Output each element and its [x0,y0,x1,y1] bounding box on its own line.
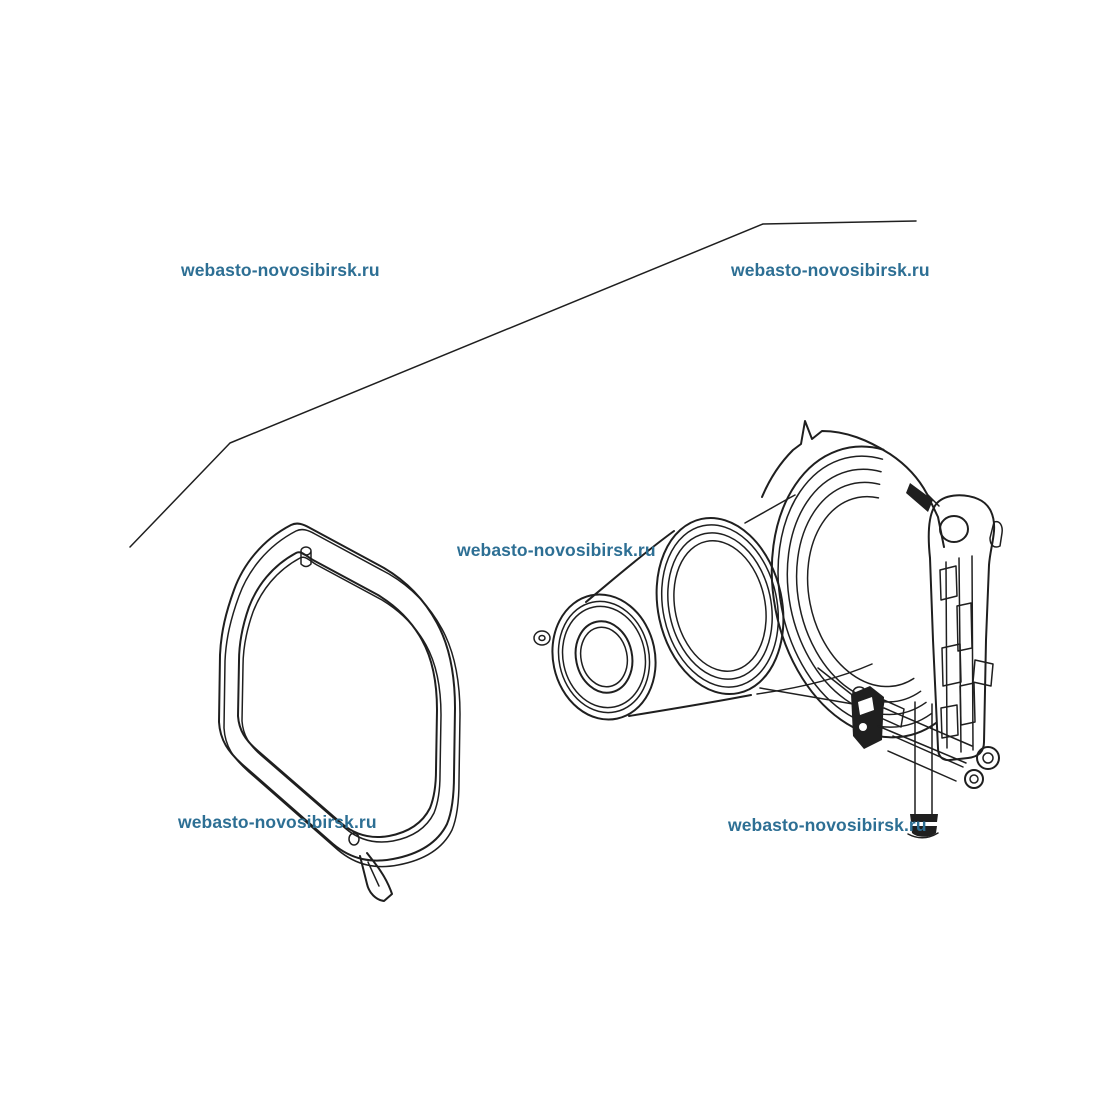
burner-blower-assembly [533,420,1003,839]
mounting-bracket [927,494,1003,762]
gasket-inner-contour [237,551,442,843]
clamp-block [851,686,905,749]
drain-pipe [907,701,939,839]
face-lug [533,630,551,646]
connector-pipes [877,707,1000,789]
watermark: webasto-novosibirsk.ru [731,260,930,280]
gasket-bottom-hole [348,832,360,846]
gasket-outer-contour [218,522,461,868]
watermark: webasto-novosibirsk.ru [178,812,377,832]
leader-line [129,220,917,548]
gasket [218,522,461,902]
burner-tube-face [551,593,657,721]
watermark: webasto-novosibirsk.ru [181,260,380,280]
gasket-top-pin [300,546,312,568]
watermark: webasto-novosibirsk.ru [728,815,927,835]
flange-ring [655,516,785,696]
watermark: webasto-novosibirsk.ru [457,540,656,560]
gasket-bottom-tab [359,852,393,902]
